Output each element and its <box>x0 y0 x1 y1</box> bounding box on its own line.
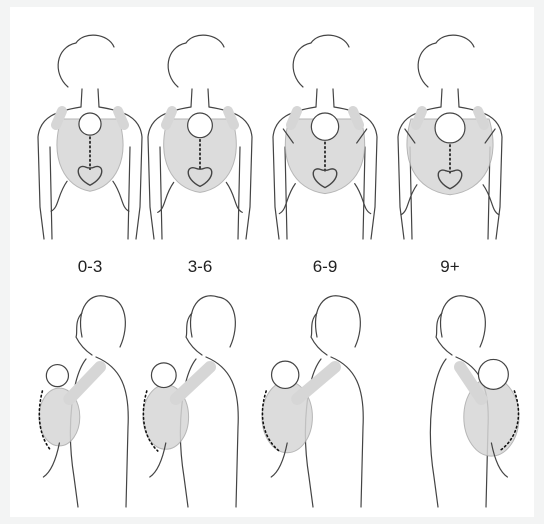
age-label-3-6: 3-6 <box>160 257 240 277</box>
parent-neck <box>316 89 334 107</box>
parent-neck <box>81 89 99 107</box>
age-label-0-3: 0-3 <box>50 257 130 277</box>
baby-head <box>151 363 176 388</box>
baby-head <box>272 361 299 388</box>
parent-neck <box>441 89 459 107</box>
parent-hair <box>293 35 349 87</box>
side-view-row <box>39 296 519 507</box>
parent-face <box>311 313 327 355</box>
carrier-strap <box>297 367 335 399</box>
parent-neck <box>191 89 209 107</box>
parent-hair <box>316 296 361 347</box>
age-label-9-plus: 9+ <box>410 257 490 277</box>
baby-head <box>79 113 101 135</box>
age-label-6-9: 6-9 <box>285 257 365 277</box>
parent-hair <box>191 296 236 347</box>
front-figure-4 <box>398 35 502 239</box>
baby-head <box>188 113 213 138</box>
front-figure-2 <box>148 35 252 239</box>
parent-hair <box>168 35 224 87</box>
carrier-strap <box>176 367 210 399</box>
side-figure-2 <box>143 296 238 507</box>
front-figure-3 <box>273 35 377 239</box>
parent-hair <box>58 35 114 87</box>
baby-legs <box>43 443 59 477</box>
parent-face <box>186 313 202 355</box>
baby-head <box>46 365 68 387</box>
parent-hair <box>418 35 474 87</box>
front-figure-1 <box>38 35 142 239</box>
parent-hair <box>81 296 126 347</box>
front-view-row <box>38 35 502 239</box>
side-figure-4 <box>430 296 519 507</box>
parent-body <box>70 357 128 507</box>
baby-head <box>435 113 465 143</box>
side-figure-3 <box>262 296 363 507</box>
parent-face <box>76 313 92 355</box>
parent-hair <box>441 296 486 347</box>
baby-head <box>478 359 508 389</box>
baby-head <box>311 113 338 140</box>
side-figure-1 <box>39 296 128 507</box>
illustration-panel: 0-3 3-6 6-9 9+ <box>10 7 534 517</box>
parent-face <box>436 313 452 355</box>
carrier-strap <box>69 367 100 399</box>
